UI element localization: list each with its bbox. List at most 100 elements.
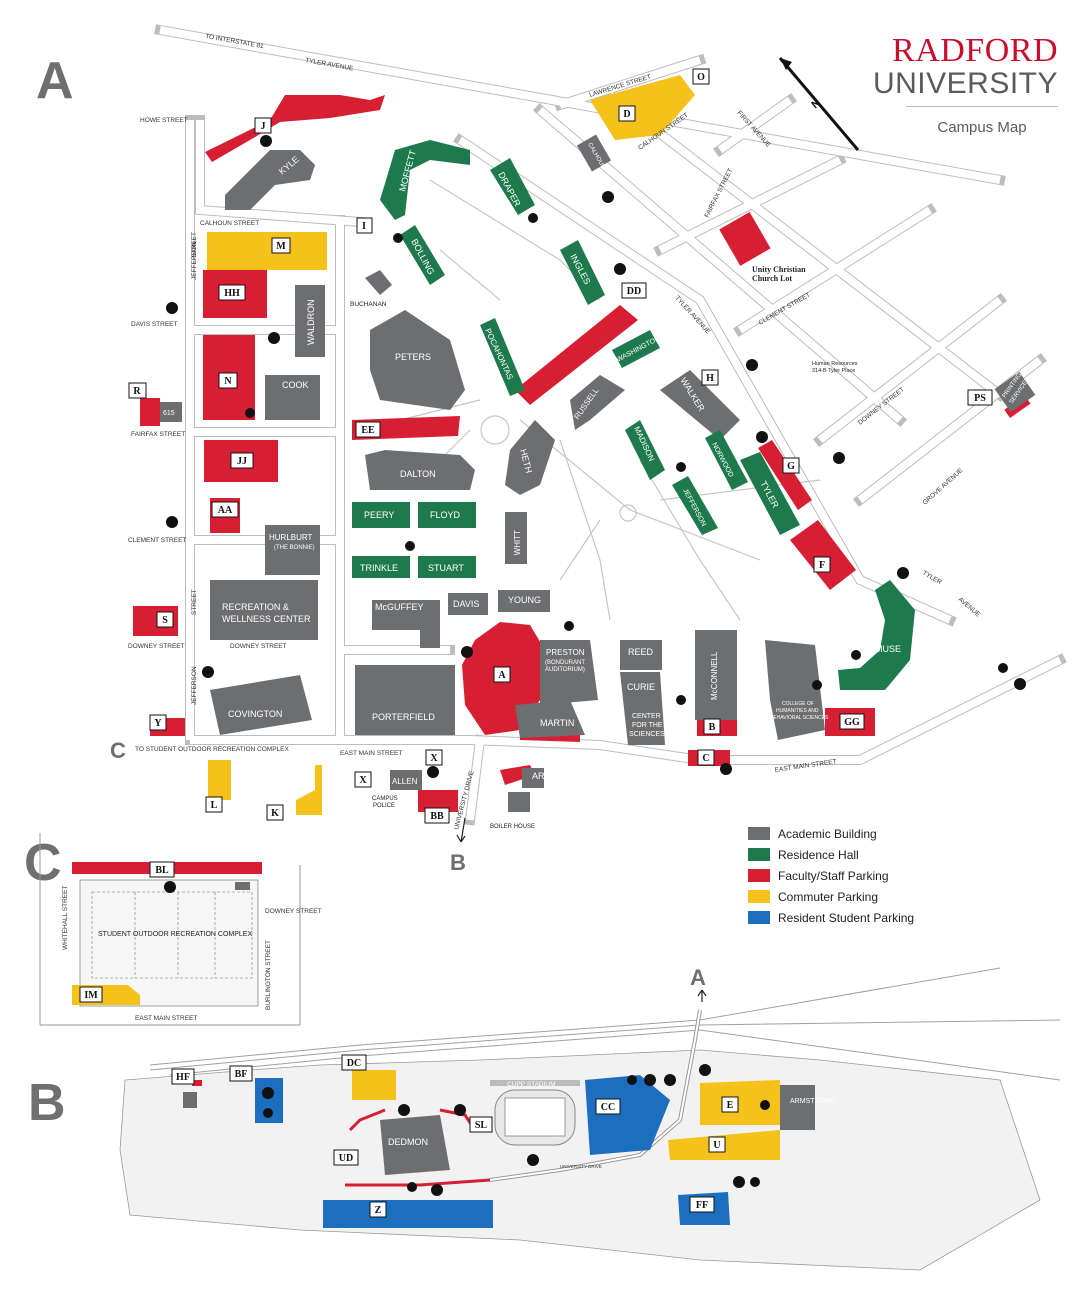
bus-stop-icon (262, 1087, 274, 1099)
bus-stop-icon (427, 766, 439, 778)
mcguffey-label: McGUFFEY (375, 602, 424, 612)
svg-text:E: E (727, 1100, 734, 1111)
jefferson-st-3: JEFFERSON (191, 666, 198, 705)
grove-avenue-label: GROVE AVENUE (922, 467, 965, 507)
chbs-label-2: HUMANITIES AND (776, 708, 819, 714)
pointer-to-a: A (690, 965, 706, 990)
legend-item-commuter: Commuter Parking (748, 886, 928, 907)
bus-stop-icon (746, 359, 758, 371)
madison-hall (625, 420, 665, 480)
lot-ud-label: UD (333, 1149, 359, 1166)
bus-stop-icon (733, 1176, 745, 1188)
lot-x2-label: X (354, 771, 372, 788)
brand-subtitle: Campus Map (937, 119, 1027, 136)
emergency-phone-icon (676, 695, 686, 705)
section-c-letter: C (24, 834, 62, 892)
whitehall-label: WHITEHALL STREET (62, 886, 69, 950)
svg-text:X: X (359, 775, 367, 786)
young-label: YOUNG (508, 595, 541, 605)
legend-label: Faculty/Staff Parking (778, 868, 889, 883)
emergency-phone-icon (393, 233, 403, 243)
emergency-phone-icon (263, 1108, 273, 1118)
bus-stop-icon (268, 332, 280, 344)
lot-f-area (790, 520, 856, 590)
lot-ff-label: FF (689, 1196, 715, 1213)
porterfield-label: PORTERFIELD (372, 712, 435, 722)
tyler-se-2-label: AVENUE (957, 596, 982, 619)
lot-aa-label: AA (211, 501, 239, 518)
lot-m-area (207, 232, 327, 270)
preston-label: PRESTON (546, 648, 585, 657)
curie-label: CURIE (627, 682, 655, 692)
downey2-label-st: DOWNEY STREET (230, 643, 287, 650)
lot-jj-label: JJ (230, 452, 254, 469)
lot-bf-label: BF (229, 1065, 253, 1082)
outdoor-complex-label: STUDENT OUTDOOR RECREATION COMPLEX (98, 931, 252, 938)
buchanan-label: BUCHANAN (350, 301, 387, 308)
davis-label: DAVIS (453, 599, 479, 609)
svg-text:L: L (211, 800, 218, 811)
bus-stop-icon (699, 1064, 711, 1076)
legend-swatch (748, 827, 770, 840)
bus-stop-icon (720, 763, 732, 775)
lot-j-label: J (254, 117, 272, 134)
dalton-label: DALTON (400, 469, 436, 479)
lot-bl-label: BL (149, 861, 175, 878)
preston-sub-2: AUDITORIUM) (545, 667, 585, 673)
emergency-phone-icon (812, 680, 822, 690)
bus-stop-icon (644, 1074, 656, 1086)
recreation-label-1: RECREATION & (222, 602, 289, 612)
bus-stop-icon (527, 1154, 539, 1166)
mcconnell-label: McCONNELL (710, 651, 719, 700)
muse-label: MUSE (875, 644, 901, 654)
svg-text:M: M (276, 241, 286, 252)
jefferson-st-1: JEFFERSON (191, 241, 198, 280)
armstrong-label: ARMSTRONG (790, 1098, 836, 1105)
washington-hall (612, 330, 660, 368)
bus-stop-icon (833, 452, 845, 464)
svg-text:C: C (702, 753, 709, 764)
emergency-phone-icon (676, 462, 686, 472)
lot-j-area (205, 95, 385, 162)
svg-text:DC: DC (347, 1058, 361, 1069)
svg-text:F: F (819, 560, 825, 571)
lot-cc-label: CC (595, 1098, 621, 1115)
emergency-phone-icon (760, 1100, 770, 1110)
peters-label: PETERS (395, 352, 431, 362)
hurlburt-label: HURLBURT (269, 533, 313, 542)
cupp-stadium-label: CUPP STADIUM (507, 1081, 556, 1088)
bolling-hall (400, 225, 445, 285)
svg-text:BB: BB (430, 811, 444, 822)
lot-l-area (208, 760, 231, 800)
recreation-building (210, 580, 318, 640)
svg-text:GG: GG (844, 717, 860, 728)
moffett-hall (380, 140, 470, 220)
to-outdoor-label: TO STUDENT OUTDOOR RECREATION COMPLEX (135, 746, 290, 753)
stuart-label: STUART (428, 563, 464, 573)
lot-dc-label: DC (341, 1054, 367, 1071)
fairfax-label-st: FAIRFAX STREET (131, 431, 185, 438)
lot-a-label: A (493, 666, 511, 683)
bus-stop-icon (164, 881, 176, 893)
lot-h-label: H (701, 369, 719, 386)
chbs-label-3: BEHAVIORAL SCIENCES (770, 715, 829, 721)
recreation-label-2: WELLNESS CENTER (222, 614, 311, 624)
printing-building (994, 371, 1036, 413)
unity-note-2: Church Lot (752, 274, 792, 283)
legend-item-resident: Resident Student Parking (748, 907, 928, 928)
university-drive-b-label: UNIVERSITY DRIVE (560, 1164, 602, 1169)
bus-stop-icon (602, 191, 614, 203)
legend-item-academic: Academic Building (748, 823, 928, 844)
svg-text:FF: FF (696, 1200, 708, 1211)
lot-o-label: O (692, 68, 710, 85)
mcconnell-building (695, 630, 737, 720)
hr-note-1: Human Resources (812, 361, 858, 367)
jefferson-st-2: STREET (191, 232, 198, 258)
trinkle-label: TRINKLE (360, 563, 398, 573)
lot-d-area (590, 75, 695, 140)
davis-building (448, 593, 488, 615)
svg-text:G: G (787, 461, 795, 472)
dedmon-label: DEDMON (388, 1137, 428, 1147)
lot-im-label: IM (79, 986, 103, 1003)
